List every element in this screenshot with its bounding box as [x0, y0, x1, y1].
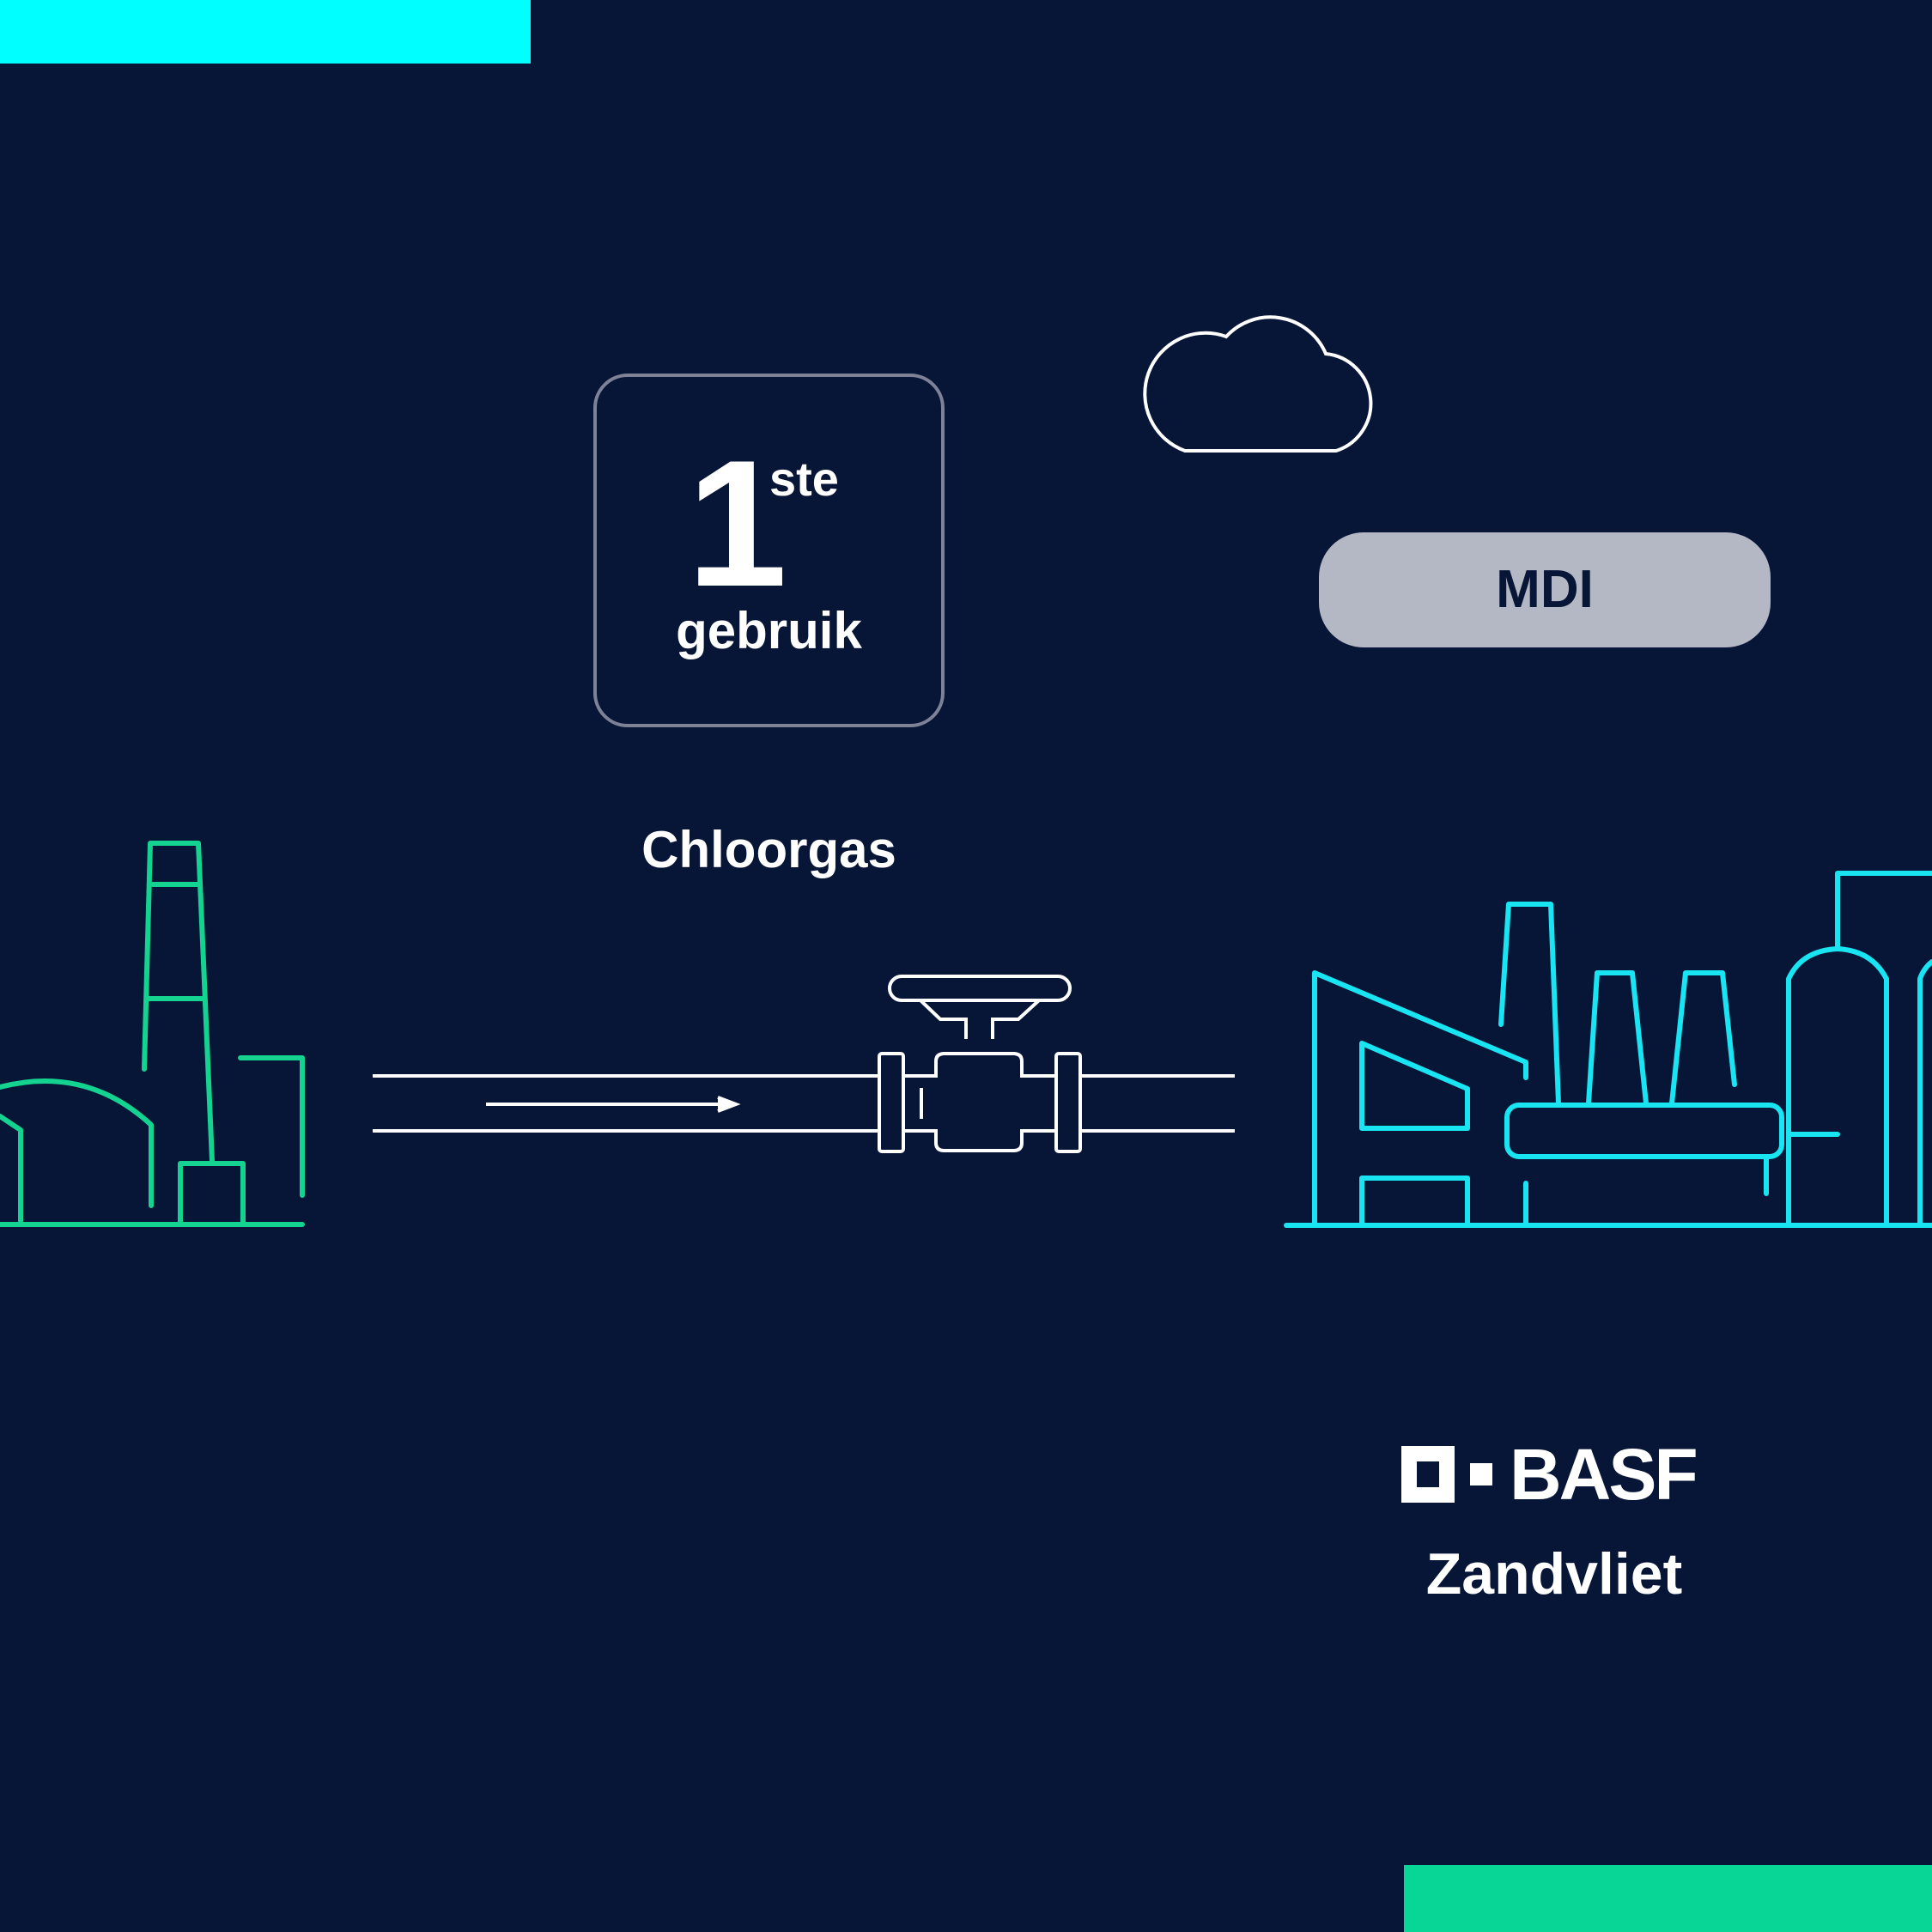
product-label: MDI: [1496, 560, 1594, 619]
brand-wordmark: BASF: [1510, 1434, 1698, 1515]
site-label: Zandvliet: [1425, 1541, 1683, 1607]
top-accent-bar: [0, 0, 531, 64]
usage-number: 1: [687, 422, 787, 624]
product-pill: MDI: [1319, 532, 1771, 647]
bottom-accent-bar: [1404, 1865, 1932, 1932]
valve-icon: [878, 975, 1082, 1153]
usage-badge: [593, 374, 945, 727]
brand-logo: BASF: [1401, 1434, 1698, 1515]
basf-logo-dot-icon: [1470, 1463, 1492, 1485]
usage-label: gebruik: [676, 602, 862, 659]
basf-logo-icon: [1401, 1446, 1455, 1503]
usage-superscript: ste: [769, 452, 839, 506]
pipeline-label: Chloorgas: [641, 821, 896, 878]
arrow-right-icon: [486, 1096, 741, 1113]
